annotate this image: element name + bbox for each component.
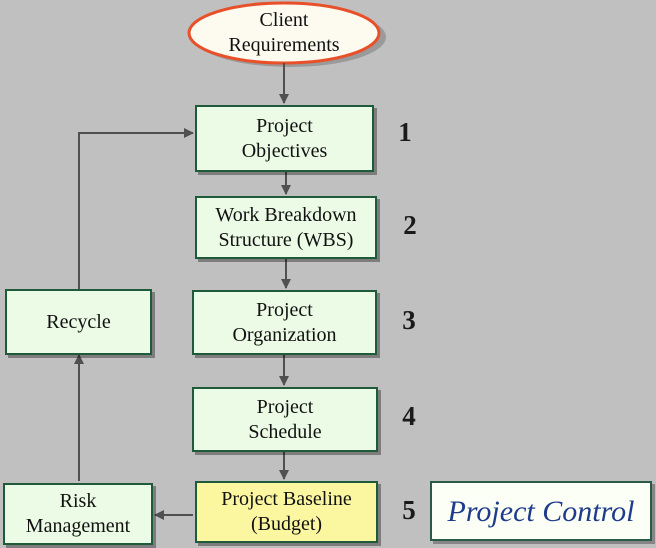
step-number-2: 2 — [403, 210, 417, 240]
client-requirements-label: Client Requirements — [228, 9, 340, 56]
box-risk-management: Risk Management — [3, 483, 153, 545]
step-number-4: 4 — [402, 401, 416, 431]
box-project-baseline: Project Baseline (Budget) — [195, 481, 378, 543]
arrow-recycle-to-objectives — [78, 128, 194, 289]
step-number-5: 5 — [402, 495, 416, 525]
box-recycle: Recycle — [5, 289, 152, 355]
step-number-3: 3 — [402, 305, 416, 335]
box-wbs: Work Breakdown Structure (WBS) — [195, 196, 377, 259]
box-project-schedule: Project Schedule — [192, 387, 378, 452]
step-number-1: 1 — [398, 117, 412, 147]
box-project-control: Project Control — [430, 481, 652, 541]
box-project-objectives: Project Objectives — [195, 105, 374, 172]
box-project-organization: Project Organization — [192, 290, 377, 355]
